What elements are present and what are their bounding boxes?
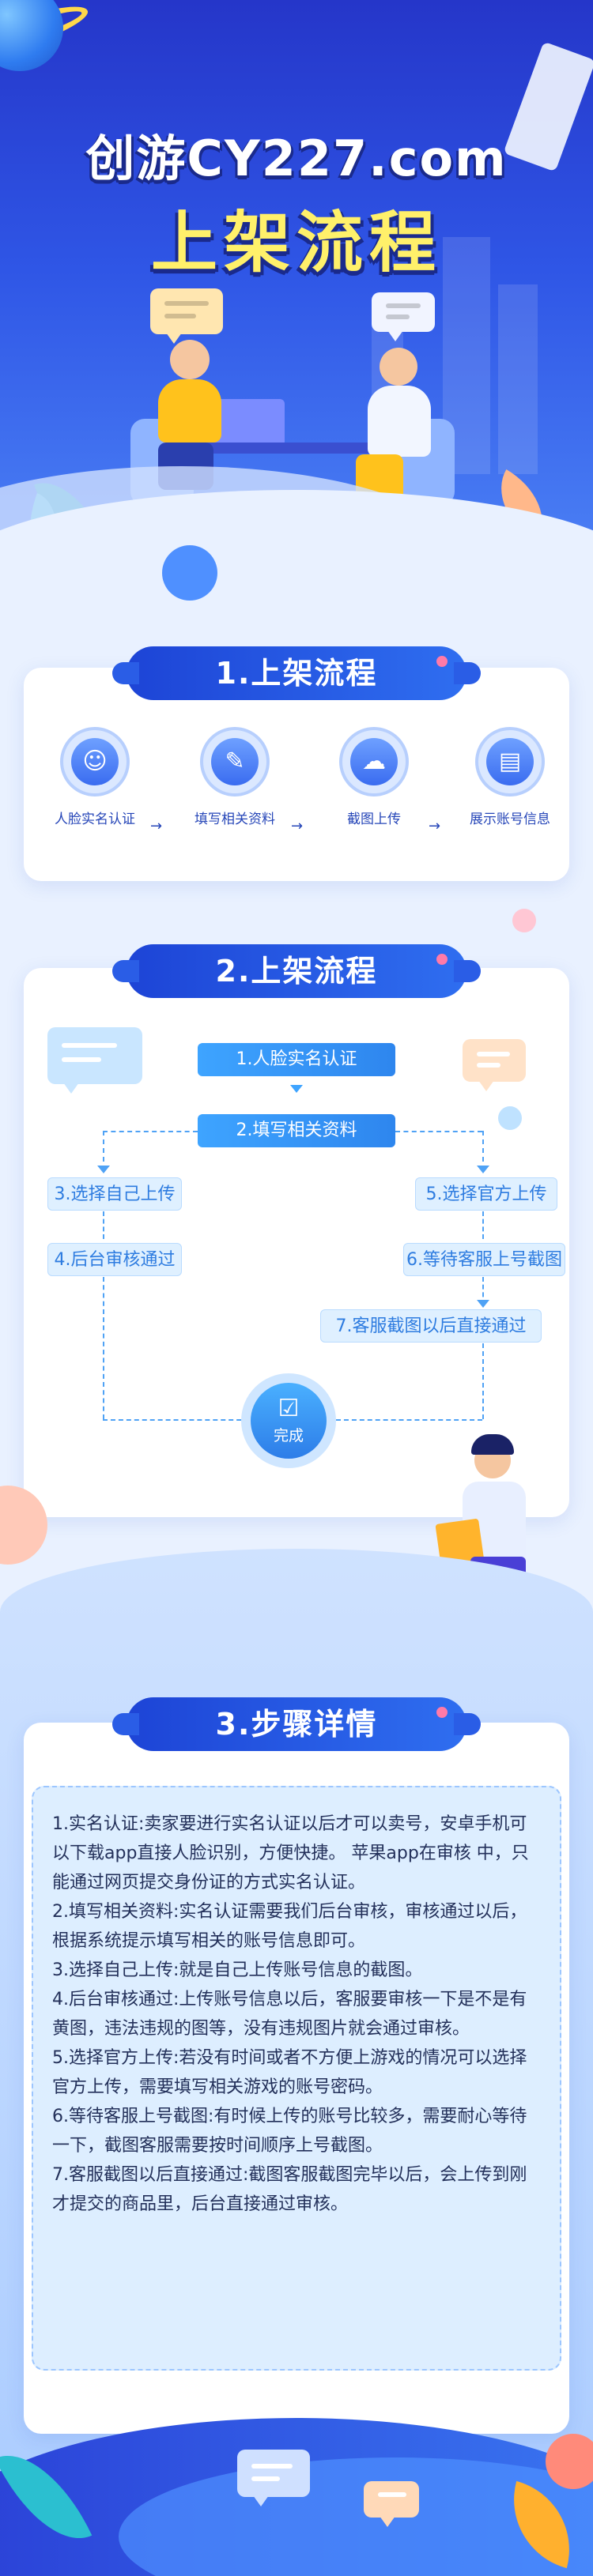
detail-paragraph: 3.选择自己上传:就是自己上传账号信息的截图。 (52, 1960, 423, 1980)
step-label: 截图上传 (347, 812, 401, 827)
complete-label: 完成 (273, 1427, 304, 1444)
circle-decoration (546, 2434, 593, 2489)
flow-connector (482, 1211, 484, 1239)
planet-decoration (0, 0, 63, 71)
detail-paragraph: 2.填写相关资料:实名认证需要我们后台审核，审核通过以后，根据系统提示填写相关的… (52, 1902, 527, 1951)
checkmark-icon: ☑ (278, 1395, 300, 1422)
flow-step-5: 5.选择官方上传 (415, 1177, 557, 1211)
edit-form-icon: ✎ (211, 738, 259, 785)
details-text: 1.实名认证:卖家要进行实名认证以后才可以卖号，安卓手机可以下载app直接人脸识… (52, 1810, 542, 2219)
flow-overview-card: ☺ 人脸实名认证 ✎ 填写相关资料 ☁ 截图上传 ▤ 展示账号信息 → → → (24, 668, 569, 881)
flow-step-6: 6.等待客服上号截图 (403, 1243, 565, 1276)
section1-banner: 1.上架流程 (112, 646, 481, 700)
step-label: 展示账号信息 (470, 812, 550, 827)
hero-banner: 创游CY227.com 上架流程 (0, 0, 593, 601)
flow-connector (482, 1131, 484, 1170)
detail-paragraph: 6.等待客服上号截图:有时候上传的账号比较多，需要耐心等待一下，截图客服需要按时… (52, 2107, 527, 2156)
arrow-icon: → (150, 818, 163, 834)
dot-decoration (436, 656, 448, 667)
woman-body (158, 379, 221, 443)
flow-connector (103, 1211, 104, 1239)
flow-complete-badge: ☑ 完成 (241, 1373, 336, 1468)
flow-connector (395, 1131, 482, 1132)
detail-paragraph: 7.客服截图以后直接通过:截图客服截图完毕以后，会上传到刚才提交的商品里，后台直… (52, 2165, 527, 2214)
section2-banner: 2.上架流程 (112, 944, 481, 998)
flow-connector (482, 1277, 484, 1305)
step-fill-info: ✎ 填写相关资料 (176, 727, 294, 827)
flow-connector (103, 1277, 104, 1419)
speech-bubble-icon (47, 1027, 142, 1094)
man-figure (380, 348, 417, 386)
flow-connector (482, 1343, 484, 1419)
document-icon: ▤ (486, 738, 534, 785)
detail-paragraph: 1.实名认证:卖家要进行实名认证以后才可以卖号，安卓手机可以下载app直接人脸识… (52, 1814, 529, 1892)
speech-bubble-icon (463, 1039, 526, 1091)
arrow-down-icon (477, 1166, 489, 1173)
flow-connector (103, 1131, 198, 1132)
step-label: 填写相关资料 (195, 812, 275, 827)
step-label: 人脸实名认证 (55, 812, 135, 827)
circle-decoration (162, 545, 217, 601)
flow-step-4: 4.后台审核通过 (47, 1243, 182, 1276)
speech-bubble-icon (372, 292, 435, 341)
step-show-account: ▤ 展示账号信息 (451, 727, 569, 827)
arrow-down-icon (290, 1085, 303, 1093)
man-body (368, 386, 431, 457)
face-scan-icon: ☺ (71, 738, 119, 785)
arrow-down-icon (97, 1166, 110, 1173)
arrow-down-icon (477, 1300, 489, 1308)
speech-bubble-icon (364, 2481, 419, 2527)
detail-paragraph: 5.选择官方上传:若没有时间或者不方便上游戏的情况可以选择官方上传，需要填写相关… (52, 2048, 527, 2097)
flow-step-3: 3.选择自己上传 (47, 1177, 182, 1211)
speech-bubble-icon (150, 288, 223, 344)
building-decoration (498, 284, 538, 474)
arrow-icon: → (429, 818, 441, 834)
step-upload: ☁ 截图上传 (315, 727, 433, 827)
cloud-upload-icon: ☁ (350, 738, 398, 785)
flow-connector (103, 1419, 265, 1421)
woman-figure (170, 340, 210, 379)
arrow-icon: → (291, 818, 304, 834)
speech-bubble-icon (237, 2450, 310, 2506)
presenter-hair (471, 1434, 514, 1455)
section3-banner: 3.步骤详情 (112, 1697, 481, 1751)
flow-step-1: 1.人脸实名认证 (198, 1043, 395, 1076)
flow-step-7: 7.客服截图以后直接通过 (320, 1309, 542, 1343)
hero-title: 创游CY227.com (85, 130, 508, 187)
dot-decoration (436, 1707, 448, 1718)
flow-step-2: 2.填写相关资料 (198, 1114, 395, 1147)
dot-decoration (436, 954, 448, 965)
flow-connector (336, 1419, 482, 1421)
hero-subtitle: 上架流程 (150, 204, 442, 281)
circle-decoration (512, 909, 536, 932)
step-face-auth: ☺ 人脸实名认证 (36, 727, 154, 827)
circle-decoration (498, 1106, 522, 1130)
details-box (32, 1786, 561, 2371)
flow-connector (103, 1131, 104, 1170)
wave-decoration (0, 490, 593, 601)
detail-paragraph: 4.后台审核通过:上传账号信息以后，客服要审核一下是不是有黄图，违法违规的图等，… (52, 1990, 527, 2039)
